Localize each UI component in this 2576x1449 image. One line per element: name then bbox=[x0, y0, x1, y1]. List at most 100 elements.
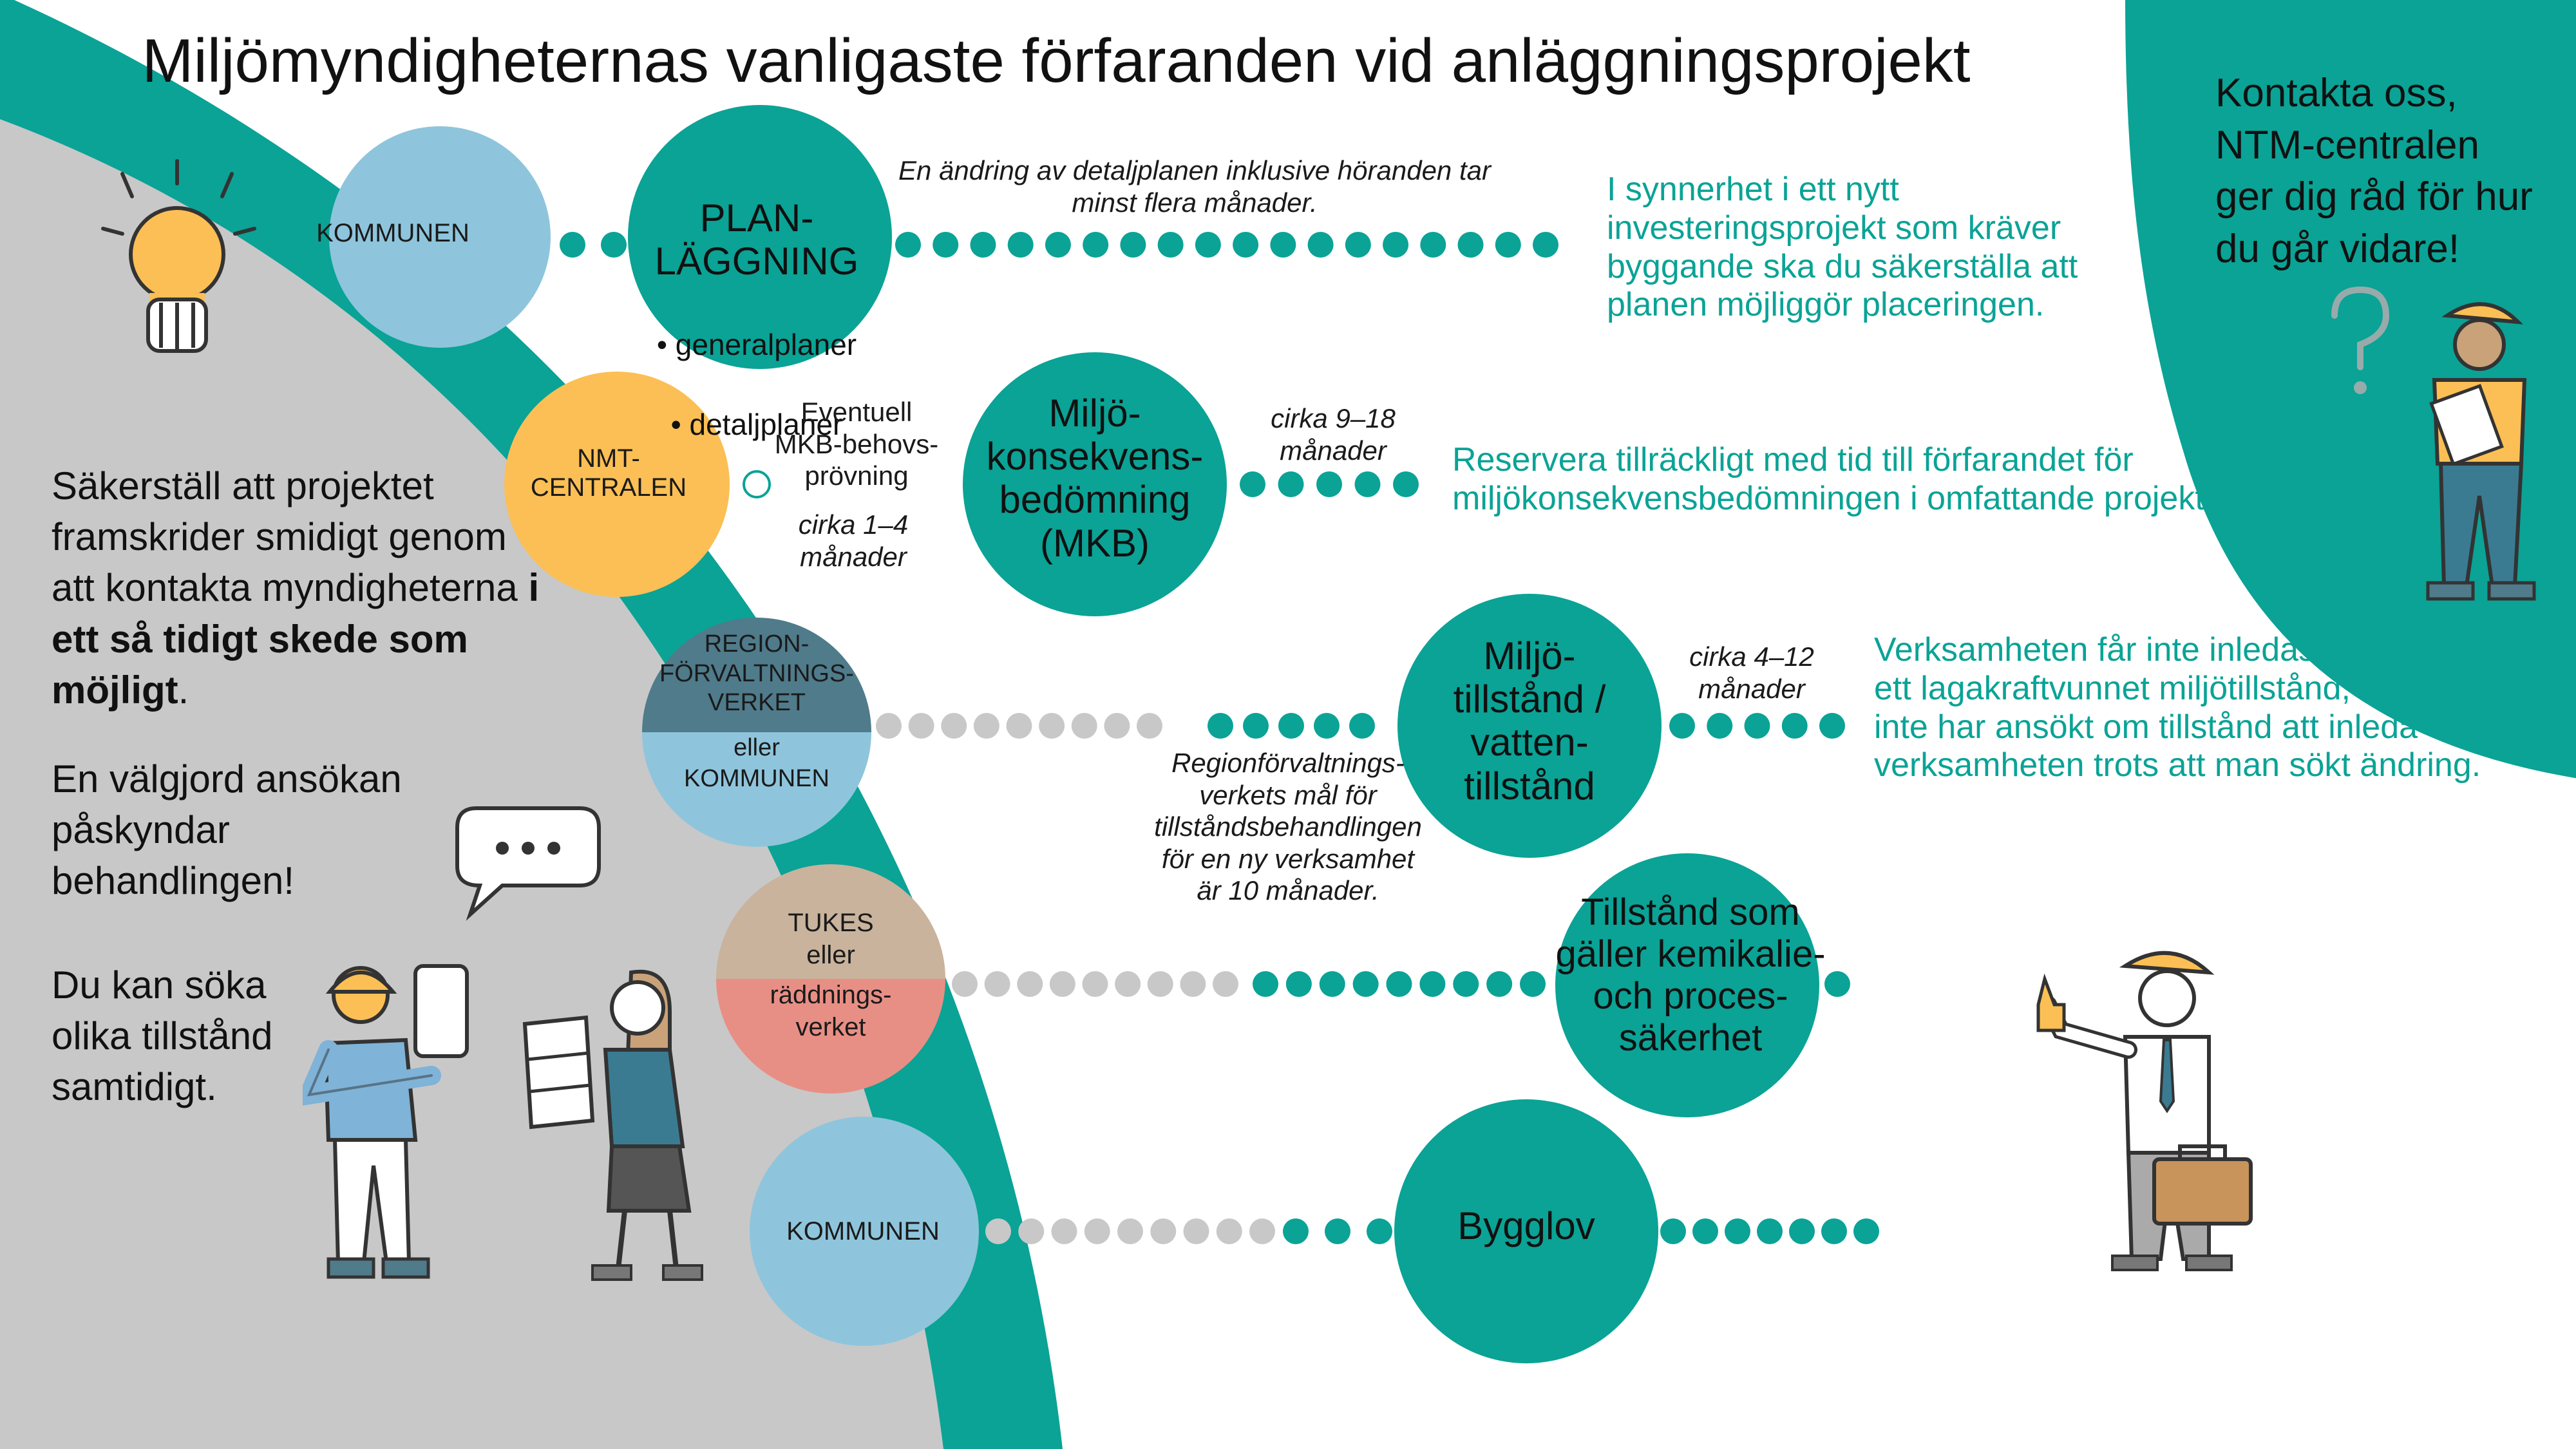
timeline-dot bbox=[1307, 232, 1334, 258]
agency-kommunen-bygglov-label: KOMMUNEN bbox=[786, 1217, 940, 1245]
timeline-dot bbox=[1853, 1218, 1879, 1244]
timeline-dot bbox=[1045, 232, 1071, 258]
timeline-dot bbox=[1325, 1218, 1350, 1244]
worker-with-clipboard-icon bbox=[2426, 302, 2536, 601]
agency-tukes-label: TUKES eller bbox=[788, 909, 874, 969]
timeline-dot bbox=[1354, 471, 1381, 497]
timeline-dot bbox=[1183, 1218, 1209, 1244]
timeline-dot bbox=[1213, 971, 1238, 997]
timeline-dot bbox=[1147, 971, 1173, 997]
timeline-dot bbox=[1821, 1218, 1847, 1244]
procedure-bygglov-label: Bygglov bbox=[1457, 1204, 1595, 1247]
contact-line: ger dig råd för hur bbox=[2215, 175, 2533, 220]
timeline-dot bbox=[1419, 971, 1446, 997]
timeline-dot bbox=[1669, 713, 1695, 739]
timeline-dot bbox=[1692, 1218, 1718, 1244]
timeline-dot bbox=[1278, 713, 1304, 739]
procedure-miljotillstand-label: Miljö- tillstånd / vatten- tillstånd bbox=[1453, 634, 1606, 808]
timeline-dot bbox=[1533, 232, 1558, 258]
timeline-dot bbox=[1520, 971, 1546, 997]
timeline-dot bbox=[973, 713, 999, 739]
timeline-dot bbox=[1757, 1218, 1783, 1244]
timeline-dot bbox=[1137, 713, 1162, 739]
timeline-dot bbox=[1316, 471, 1342, 497]
early-contact-plain: Säkerställ att projektet framskrider smi… bbox=[52, 464, 529, 610]
early-contact-bold: i ett så tidigt skede som möjligt bbox=[52, 566, 540, 712]
timeline-dot bbox=[1049, 971, 1075, 997]
grey-panel bbox=[0, 119, 943, 1449]
timeline-dot bbox=[1453, 971, 1479, 997]
timeline-dot bbox=[1495, 232, 1521, 258]
timeline-dot bbox=[1707, 713, 1733, 739]
timeline-dot bbox=[1007, 232, 1034, 258]
timeline-dot bbox=[1367, 1218, 1392, 1244]
timeline-dot bbox=[1006, 713, 1032, 739]
timeline-dot bbox=[1018, 1218, 1045, 1244]
speech-bubble-icon bbox=[455, 806, 601, 921]
procedure-kemikalie-label: Tillstånd som gäller kemikalie- och proc… bbox=[1555, 891, 1826, 1059]
agency-raddningsverket-label: räddnings- verket bbox=[770, 981, 892, 1041]
timeline-dot bbox=[1195, 232, 1221, 258]
timeline-dot bbox=[601, 232, 627, 258]
timeline-dot bbox=[1216, 1218, 1242, 1244]
planlaggning-title: PLAN- LÄGGNING bbox=[654, 196, 859, 283]
agency-node-kommunen bbox=[329, 126, 551, 348]
timeline-dot bbox=[984, 971, 1010, 997]
page-title: Miljömyndigheternas vanligaste förfarand… bbox=[142, 26, 1971, 95]
timeline-dot bbox=[1386, 971, 1412, 997]
planlaggning-duration: En ändring av detaljplanen inklusive hör… bbox=[898, 155, 1491, 218]
timeline-dot bbox=[933, 232, 959, 258]
procedure-planlaggning-label: PLAN- LÄGGNING • generalplaner • detaljp… bbox=[628, 153, 886, 487]
timeline-dot bbox=[1157, 232, 1184, 258]
timeline-dot bbox=[1319, 971, 1345, 997]
businessman-thumbs-up-icon bbox=[2036, 951, 2253, 1271]
timeline-dot bbox=[1051, 1218, 1077, 1244]
timeline-dot bbox=[1457, 232, 1484, 258]
timeline-dot bbox=[1349, 713, 1375, 739]
timeline-dot bbox=[985, 1218, 1011, 1244]
procedure-node-bygglov bbox=[1394, 1099, 1658, 1363]
good-application-text: En välgjord ansökan påskyndar behandling… bbox=[52, 757, 402, 903]
contact-line: du går vidare! bbox=[2215, 226, 2460, 271]
timeline-dot bbox=[970, 232, 996, 258]
timeline-dot bbox=[1486, 971, 1513, 997]
timeline-dot bbox=[1180, 971, 1206, 997]
timeline-dot bbox=[1383, 232, 1409, 258]
timeline-dot bbox=[1084, 1218, 1110, 1244]
contact-text: Kontakta oss, NTM-centralen ger dig råd … bbox=[2215, 68, 2563, 275]
timeline-dot bbox=[1017, 971, 1043, 997]
timeline-dot bbox=[1115, 971, 1141, 997]
timeline-dot bbox=[1253, 971, 1278, 997]
procedure-mkb-label: Miljö- konsekvens- bedömning (MKB) bbox=[986, 392, 1204, 565]
procedure-node-planlaggning bbox=[628, 105, 892, 369]
timeline-dot bbox=[1278, 471, 1304, 497]
timeline-dot bbox=[895, 232, 921, 258]
timeline-dot bbox=[1039, 713, 1065, 739]
timeline-dot bbox=[1660, 1218, 1686, 1244]
timeline-dots bbox=[518, 232, 1879, 1244]
timeline-dot bbox=[1117, 1218, 1143, 1244]
timeline-dot bbox=[1082, 971, 1108, 997]
timeline-dot bbox=[1104, 713, 1130, 739]
timeline-dot bbox=[1824, 971, 1850, 997]
mkb-pre-duration: cirka 1–4 månader bbox=[798, 509, 909, 572]
mkb-note: Reservera tillräckligt med tid till förf… bbox=[1452, 441, 2214, 517]
timeline-dot bbox=[1249, 1218, 1275, 1244]
agency-node-kommunen-bygglov bbox=[750, 1117, 979, 1346]
procedure-node-mkb bbox=[963, 352, 1227, 616]
light-bulb-icon bbox=[101, 159, 256, 353]
timeline-dot bbox=[1208, 713, 1233, 739]
mkb-pre-step: Eventuell MKB-behovs- prövning bbox=[774, 397, 939, 491]
worker-with-tablet-icon bbox=[303, 964, 469, 1279]
timeline-dot bbox=[1150, 1218, 1177, 1244]
timeline-dot bbox=[1314, 713, 1340, 739]
agency-node-tukes-top bbox=[716, 864, 945, 979]
woman-with-papers-icon bbox=[522, 969, 703, 1281]
planlaggning-note: I synnerhet i ett nytt investeringsproje… bbox=[1607, 171, 2078, 324]
procedure-node-kemikalie bbox=[1555, 853, 1819, 1117]
timeline-dot bbox=[1352, 971, 1379, 997]
timeline-dot bbox=[1819, 713, 1845, 739]
timeline-dot bbox=[876, 713, 902, 739]
